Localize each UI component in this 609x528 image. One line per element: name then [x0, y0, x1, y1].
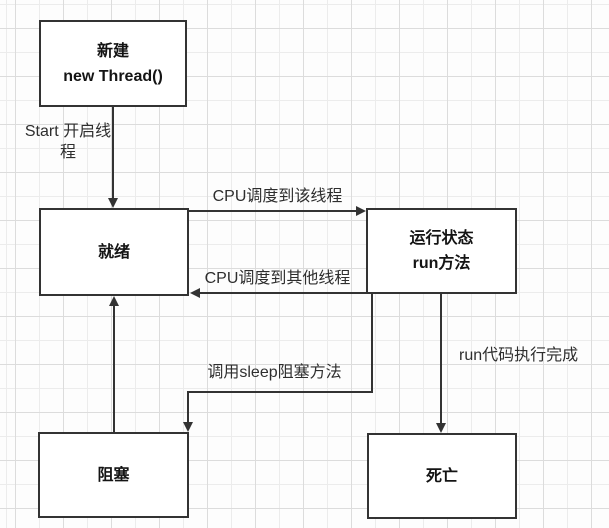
arrowhead	[108, 198, 118, 208]
node-running[interactable]: 运行状态 run方法	[366, 208, 517, 294]
edge-line	[187, 391, 373, 393]
node-ready[interactable]: 就绪	[39, 208, 189, 296]
edge-line	[440, 294, 442, 423]
arrowhead	[356, 206, 366, 216]
node-running-label-line2: run方法	[412, 255, 471, 272]
edge-line	[200, 292, 366, 294]
edge-line	[187, 391, 189, 422]
arrowhead	[109, 296, 119, 306]
node-new[interactable]: 新建 new Thread()	[39, 20, 187, 107]
edge-label-start[interactable]: Start 开启线程	[24, 123, 112, 161]
node-dead-label: 死亡	[425, 467, 458, 485]
edge-label-cpu-schedule-other[interactable]: CPU调度到其他线程	[204, 270, 351, 287]
edge-line	[371, 294, 373, 392]
edge-line	[113, 306, 115, 432]
arrowhead	[436, 423, 446, 433]
node-new-label-line1: 新建	[96, 42, 129, 60]
node-ready-label: 就绪	[97, 243, 130, 261]
edge-label-run-complete[interactable]: run代码执行完成	[459, 347, 579, 364]
node-running-label-line1: 运行状态	[409, 230, 474, 247]
edge-label-cpu-schedule-this[interactable]: CPU调度到该线程	[212, 188, 343, 205]
arrowhead	[183, 422, 193, 432]
node-new-label-line2: new Thread()	[63, 67, 163, 85]
edge-line	[189, 210, 356, 212]
node-blocked-label: 阻塞	[97, 466, 130, 484]
node-dead[interactable]: 死亡	[367, 433, 517, 519]
arrowhead	[190, 288, 200, 298]
edge-label-sleep[interactable]: 调用sleep阻塞方法	[207, 364, 342, 381]
edge-line	[112, 107, 114, 198]
node-blocked[interactable]: 阻塞	[38, 432, 189, 518]
